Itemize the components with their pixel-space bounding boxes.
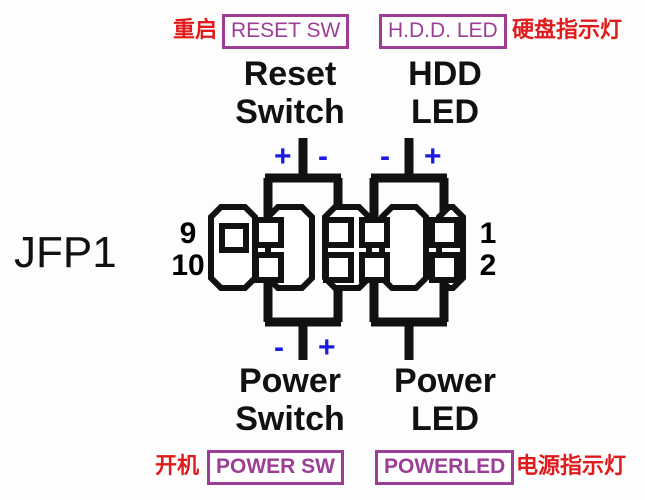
power-led-heading: Power LED: [370, 362, 520, 438]
connector-pin-capsule-3: [322, 204, 372, 291]
power-sw-heading-line2: Switch: [235, 400, 345, 438]
power-led-heading-line1: Power: [393, 362, 497, 400]
pin-label-1: 1: [479, 217, 497, 250]
pin-contact-square: [359, 217, 390, 248]
connector-pin-capsule-5: [429, 204, 466, 291]
pin-contact-square: [323, 252, 354, 283]
pin-numbers-right: 1 2: [468, 218, 508, 282]
hdd-heading-line1: HDD: [408, 55, 482, 93]
pin-contact-square: [323, 217, 354, 248]
pin-label-10: 10: [171, 249, 205, 282]
pin-contact-square: [359, 252, 390, 283]
power-switch-plus-sign: +: [318, 331, 336, 364]
hdd-minus-sign: -: [380, 140, 390, 173]
hdd-plus-sign: +: [424, 140, 442, 173]
pin-contact-square: [429, 217, 460, 248]
hdd-heading-line2: LED: [411, 93, 479, 131]
pin-label-2: 2: [479, 249, 497, 282]
reset-sw-tag: RESET SW: [222, 14, 350, 49]
pin-contact-square: [219, 223, 249, 253]
page-title: JFP1: [14, 228, 117, 277]
power-sw-heading-line1: Power: [238, 362, 342, 400]
reset-switch-heading: Reset Switch: [215, 55, 365, 131]
power-led-tag: POWERLED: [375, 450, 515, 485]
pin-contact-square: [429, 252, 460, 283]
reset-chinese-annotation: 重启: [173, 18, 218, 43]
pin-contact-square: [253, 217, 284, 248]
pin-numbers-left: 9 10: [168, 218, 208, 282]
hdd-led-tag: H.D.D. LED: [379, 14, 507, 49]
power-led-chinese-annotation: 电源指示灯: [516, 454, 627, 479]
reset-minus-sign: -: [318, 140, 328, 173]
power-switch-heading: Power Switch: [215, 362, 365, 438]
reset-heading-line2: Switch: [235, 93, 345, 131]
power-switch-chinese-annotation: 开机: [155, 454, 200, 479]
connector-pin-capsule-1: [208, 204, 258, 291]
power-switch-minus-sign: -: [274, 331, 284, 364]
pin-contact-square: [253, 252, 284, 283]
reset-heading-line1: Reset: [243, 55, 337, 93]
reset-plus-sign: +: [274, 140, 292, 173]
pin-label-9: 9: [179, 217, 197, 250]
power-led-heading-line2: LED: [411, 400, 479, 438]
hdd-chinese-annotation: 硬盘指示灯: [512, 18, 623, 43]
hdd-led-heading: HDD LED: [370, 55, 520, 131]
connector-pin-capsule-2: [253, 204, 315, 291]
power-sw-tag: POWER SW: [207, 450, 344, 485]
connector-pin-capsule-4: [359, 204, 429, 291]
